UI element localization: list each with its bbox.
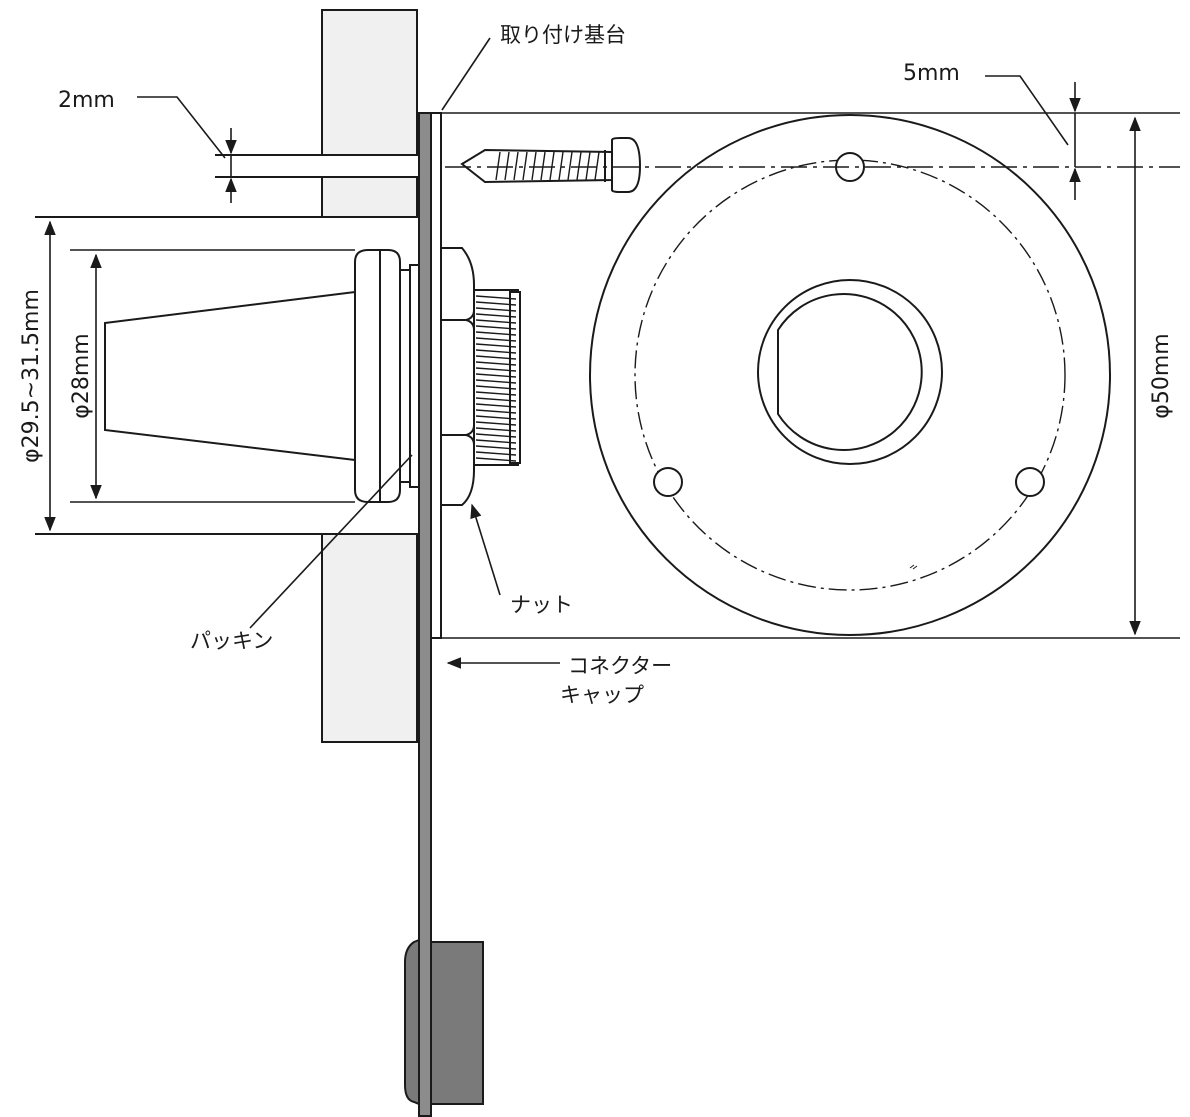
dimension-5mm bbox=[985, 75, 1081, 200]
connector-cap bbox=[404, 938, 484, 1106]
base-front-view bbox=[445, 114, 1180, 636]
leader-lines bbox=[249, 37, 560, 669]
label-2mm: 2mm bbox=[58, 88, 115, 113]
label-5mm: 5mm bbox=[903, 61, 960, 86]
label-packing: パッキン bbox=[190, 629, 273, 653]
label-base-diameter: φ50mm bbox=[1149, 333, 1174, 418]
label-mounting-base: 取り付け基台 bbox=[500, 23, 626, 47]
label-nut: ナット bbox=[510, 593, 573, 617]
mounting-base-panel bbox=[418, 112, 442, 1117]
dimension-inner-diameter bbox=[70, 249, 355, 503]
dimension-2mm bbox=[137, 96, 237, 203]
hex-nut bbox=[440, 247, 475, 506]
label-outer-diameter: φ29.5~31.5mm bbox=[19, 289, 44, 463]
label-inner-diameter: φ28mm bbox=[69, 333, 94, 418]
screw-thread-lines bbox=[495, 151, 600, 181]
wall-section bbox=[35, 9, 418, 743]
connector-body bbox=[104, 249, 420, 503]
label-connector-cap-line2: キャップ bbox=[560, 683, 644, 707]
labels: 取り付け基台 2mm 5mm ナット パッキン コネクター キャップ φ29.5… bbox=[19, 23, 1174, 707]
thread-lines bbox=[475, 295, 517, 462]
mounting-screw bbox=[460, 137, 642, 193]
label-connector-cap-line1: コネクター bbox=[568, 654, 672, 678]
dimension-extension-lines bbox=[441, 112, 1180, 639]
